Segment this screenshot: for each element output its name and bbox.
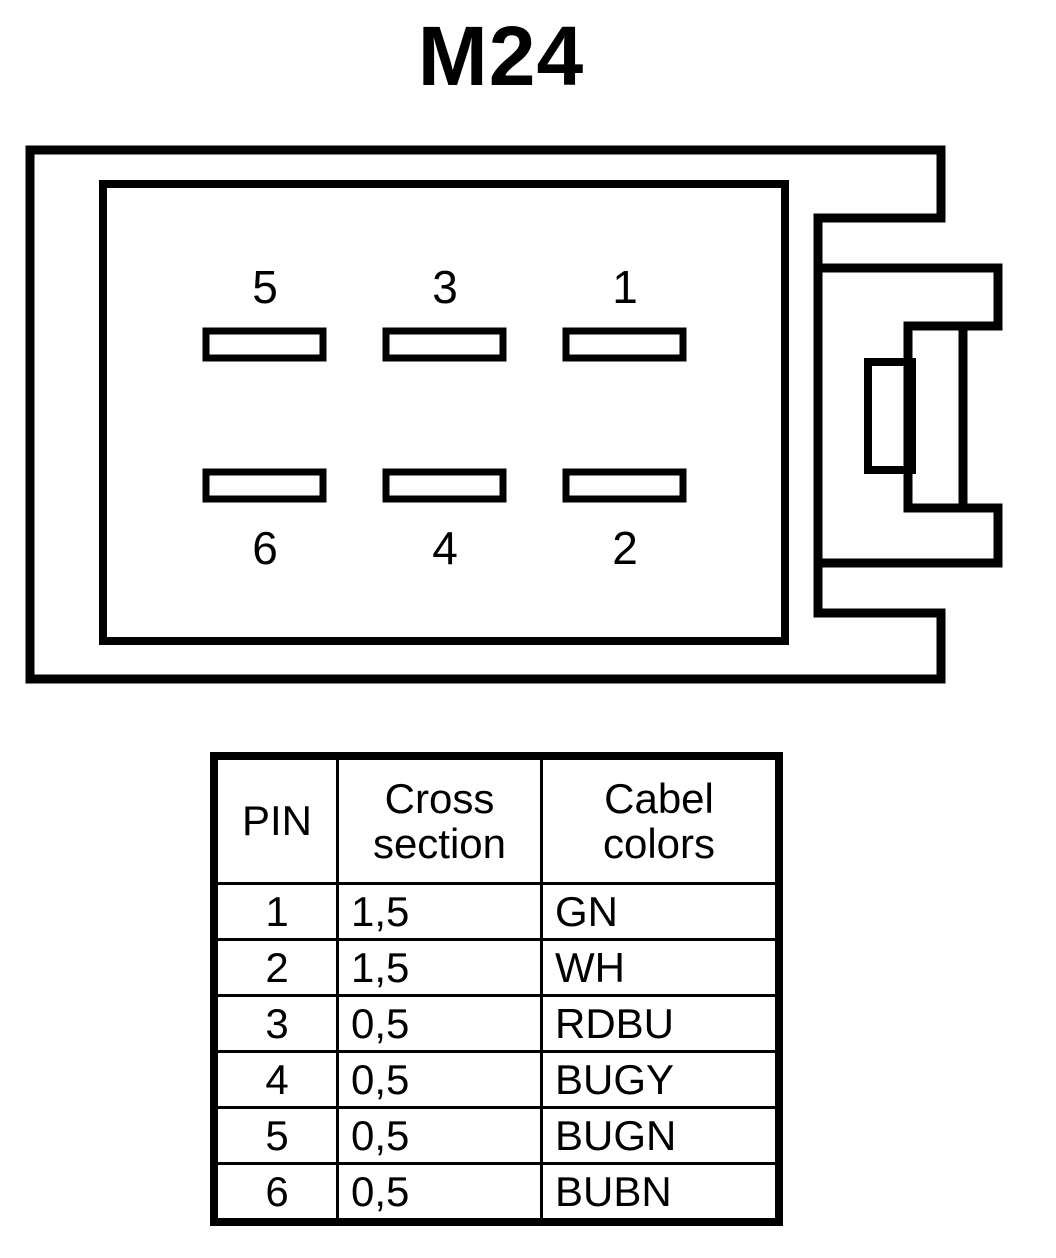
pin-number-label-2: 2 <box>612 522 638 574</box>
pin-slot-2[interactable] <box>562 468 687 503</box>
table-row: 1 1,5 GN <box>215 882 778 941</box>
cell-cable-colors: RDBU <box>540 994 778 1053</box>
connector-inner-cavity <box>99 180 789 645</box>
cell-pin: 4 <box>215 1050 339 1109</box>
table-row: 3 0,5 RDBU <box>215 994 778 1053</box>
pinout-table: PIN Cross section Cabel colors 1 1,5 GN … <box>210 752 783 1226</box>
pin-slot-4[interactable] <box>382 468 507 503</box>
cell-cross-section: 0,5 <box>336 1050 543 1109</box>
column-header-colors-line1: Cabel <box>604 774 714 822</box>
cell-cross-section: 0,5 <box>336 1162 543 1221</box>
table-row: 6 0,5 BUBN <box>215 1162 778 1221</box>
pin-number-label-5: 5 <box>252 261 278 313</box>
cell-pin: 3 <box>215 994 339 1053</box>
table-header-row: PIN Cross section Cabel colors <box>215 757 778 885</box>
column-header-pin: PIN <box>215 757 339 885</box>
cell-cross-section: 0,5 <box>336 1106 543 1165</box>
cell-cable-colors: BUGN <box>540 1106 778 1165</box>
column-header-colors-line2: colors <box>602 820 716 867</box>
cell-cross-section: 0,5 <box>336 994 543 1053</box>
cell-pin: 5 <box>215 1106 339 1165</box>
pin-slot-3[interactable] <box>382 327 507 362</box>
column-header-cross-section: Cross section <box>336 757 543 885</box>
connector-housing-svg <box>25 145 1003 684</box>
cell-cable-colors: BUGY <box>540 1050 778 1109</box>
cell-pin: 6 <box>215 1162 339 1221</box>
pin-slot-6[interactable] <box>202 468 327 503</box>
column-header-cross-line1: Cross <box>384 774 495 822</box>
cell-cross-section: 1,5 <box>336 938 543 997</box>
connector-diagram: 5 3 1 6 4 2 <box>25 145 1003 684</box>
cell-cable-colors: GN <box>540 882 778 941</box>
column-header-cross-line2: section <box>372 820 507 867</box>
cell-pin: 1 <box>215 882 339 941</box>
pin-number-label-6: 6 <box>252 522 278 574</box>
connector-outer-housing <box>25 145 946 684</box>
column-header-pin-text: PIN <box>241 797 312 845</box>
connector-latch-tab <box>864 358 916 474</box>
cell-pin: 2 <box>215 938 339 997</box>
column-header-cable-colors: Cabel colors <box>540 757 778 885</box>
pin-number-label-4: 4 <box>432 522 458 574</box>
table-row: 4 0,5 BUGY <box>215 1050 778 1109</box>
table-row: 5 0,5 BUGN <box>215 1106 778 1165</box>
cell-cable-colors: BUBN <box>540 1162 778 1221</box>
pin-slot-1[interactable] <box>562 327 687 362</box>
page-title: M24 <box>417 9 585 103</box>
table-row: 2 1,5 WH <box>215 938 778 997</box>
cell-cross-section: 1,5 <box>336 882 543 941</box>
pin-slot-5[interactable] <box>202 327 327 362</box>
pin-number-label-3: 3 <box>432 261 458 313</box>
pin-number-label-1: 1 <box>612 261 638 313</box>
connector-latch-inner-rect <box>903 321 968 513</box>
cell-cable-colors: WH <box>540 938 778 997</box>
